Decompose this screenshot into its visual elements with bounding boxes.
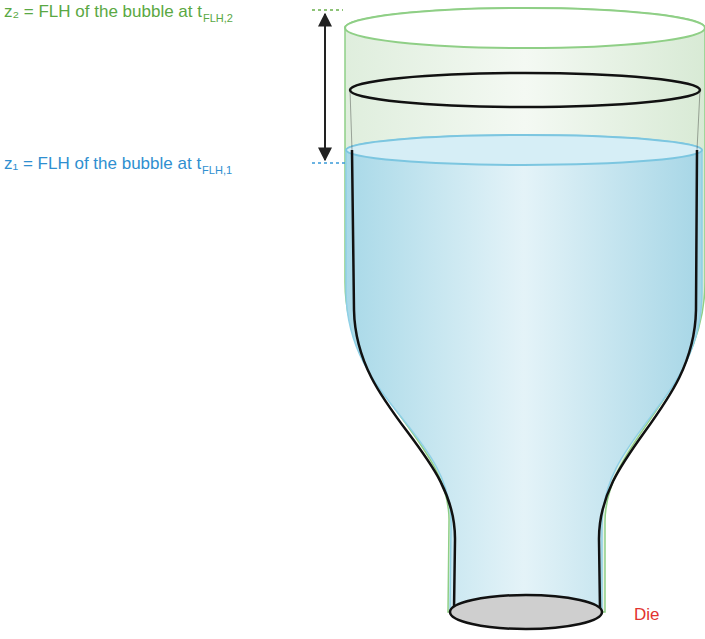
height-difference-arrow (324, 14, 326, 160)
black-frost-line (350, 73, 700, 107)
part-name: Die (634, 606, 660, 623)
height-label: z₂ = FLH of the bubble at t (4, 3, 202, 20)
black-bubble-outline (352, 150, 455, 610)
height-label: z₁ = FLH of the bubble at t (4, 155, 201, 172)
black-bubble-outline (599, 150, 697, 610)
blue-bubble (346, 135, 702, 612)
green-frost-line (345, 8, 705, 48)
leader-line (312, 162, 345, 164)
black-bubble-outline (350, 90, 700, 150)
die (450, 595, 602, 629)
green-bubble (345, 8, 705, 612)
blue-frost-line (346, 135, 702, 165)
leader-line (312, 9, 343, 11)
time-subscript: FLH,2 (203, 13, 233, 24)
time-subscript: FLH,1 (202, 165, 232, 176)
